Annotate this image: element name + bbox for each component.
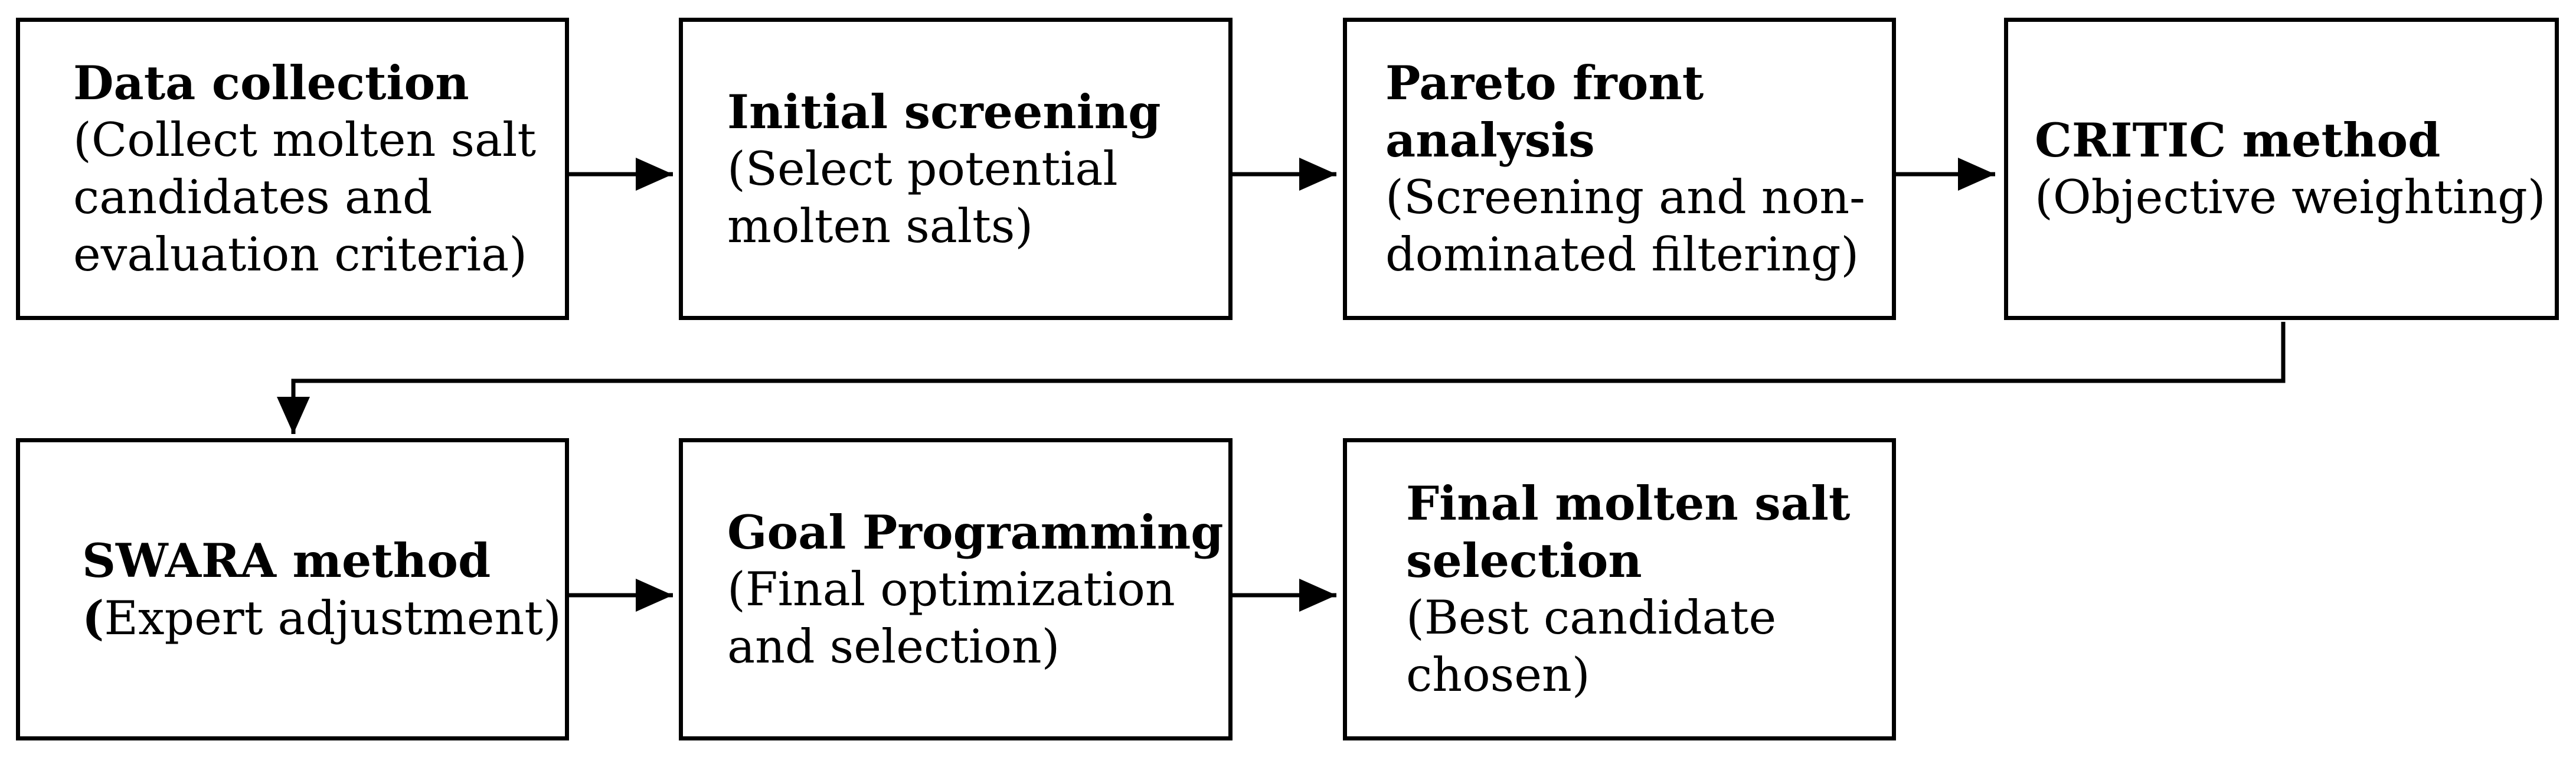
step-title: CRITIC method <box>2035 113 2441 168</box>
step-title: SWARA method <box>82 533 491 588</box>
step-title: Goal Programming <box>727 504 1224 560</box>
step-title: Initial screening <box>727 84 1161 139</box>
step-pareto-front-analysis: Pareto front analysis (Screening and non… <box>1343 18 1896 320</box>
step-title: Final molten salt selection <box>1406 476 1851 588</box>
step-description: (Select potential molten salts) <box>727 141 1118 253</box>
step-goal-programming: Goal Programming (Final optimization and… <box>679 438 1233 740</box>
step-critic-method: CRITIC method (Objective weighting) <box>2004 18 2559 320</box>
step-description: (Collect molten salt candidates and eval… <box>73 113 537 282</box>
step-title: Pareto front analysis <box>1385 56 1704 168</box>
step-final-molten-salt-selection: Final molten salt selection (Best candid… <box>1343 438 1896 740</box>
step-swara-method: SWARA method (Expert adjustment) <box>16 438 569 740</box>
step-description-text: Expert adjustment) <box>104 590 561 645</box>
step-description: (Expert adjustment) <box>82 589 565 647</box>
step-initial-screening: Initial screening (Select potential molt… <box>679 18 1233 320</box>
step-description: (Screening and non- dominated filtering) <box>1385 170 1865 282</box>
step-data-collection: Data collection (Collect molten salt can… <box>16 18 569 320</box>
step-description: (Final optimization and selection) <box>727 562 1175 674</box>
step-description-bold-paren: ( <box>82 590 104 645</box>
step-title: Data collection <box>73 56 469 110</box>
arrow-4-to-5 <box>277 322 2286 434</box>
step-description: (Best candidate chosen) <box>1406 590 1777 702</box>
step-description: (Objective weighting) <box>2035 170 2546 224</box>
